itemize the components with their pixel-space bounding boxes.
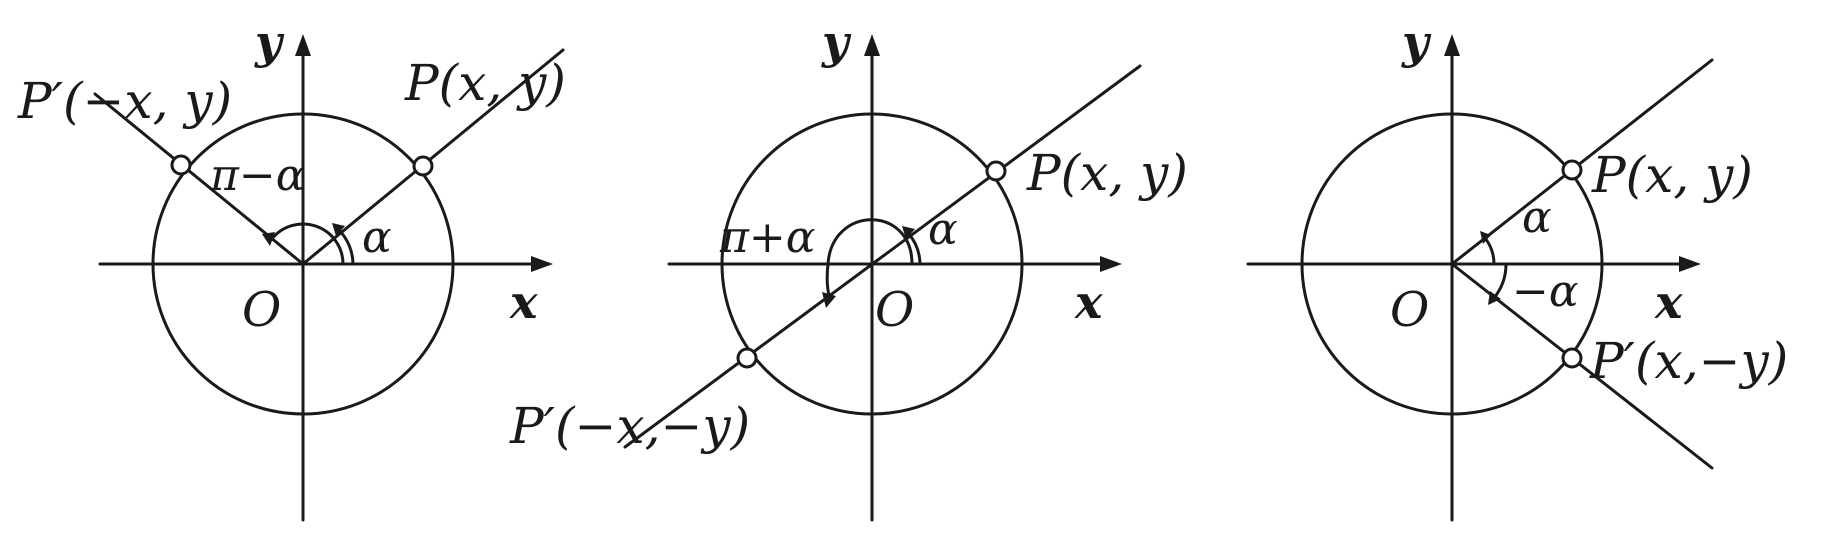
point-p-prime-label: P′(x,−y) [1589, 332, 1788, 390]
ray-op [1450, 58, 1714, 266]
axis-label-x: x [1074, 275, 1103, 329]
x-axis-arrow-icon [1679, 256, 1701, 272]
angle-arc-alpha [337, 228, 355, 266]
angle-other-label: −α [1512, 266, 1579, 317]
axis-label-x: x [1654, 275, 1683, 329]
axis-label-x: x [509, 275, 538, 329]
point-p-prime [736, 347, 758, 369]
point-p-label: P(x, y) [1026, 144, 1188, 202]
axis-label-y: y [1401, 15, 1432, 69]
y-axis-arrow-icon [1444, 34, 1460, 56]
point-p [1561, 159, 1583, 181]
panel-minus-alpha: y x O P(x, y) P′(x,−y) α −α [1246, 15, 1788, 522]
line-through-origin [623, 64, 1142, 449]
point-p-prime-label: P′(−x, y) [17, 72, 232, 130]
origin-label: O [875, 282, 914, 338]
y-axis-arrow-icon [864, 34, 880, 56]
angle-arc-pi-minus-alpha-arrow-icon [262, 232, 275, 246]
angle-alpha-label: α [1522, 192, 1552, 243]
y-axis-arrow-icon [295, 34, 311, 56]
angle-alpha-label: α [928, 204, 958, 255]
point-p [412, 155, 434, 177]
ray-op [301, 48, 565, 266]
x-axis-arrow-icon [1100, 256, 1122, 272]
angle-arc-alpha-arrow-icon [1480, 231, 1491, 244]
angle-arc-alpha [1483, 236, 1496, 266]
point-p-prime-label: P′(−x,−y) [509, 397, 750, 455]
x-axis-arrow-icon [531, 256, 553, 272]
angle-alpha-label: α [362, 212, 392, 263]
axis-label-y: y [254, 15, 285, 69]
angle-other-label: π−α [209, 150, 306, 201]
angle-arc-pi-plus-alpha-arrow-icon [822, 292, 836, 308]
origin-label: O [1390, 282, 1429, 338]
angle-arc-minus-alpha-arrow-icon [1488, 291, 1501, 305]
angle-arc-alpha-arrow-icon [332, 223, 345, 236]
angle-other-label: π+α [719, 212, 816, 263]
panel-pi-plus-alpha: y x O P(x, y) P′(−x,−y) α π+α [509, 15, 1188, 522]
point-p-label: P(x, y) [404, 54, 566, 112]
point-p-label: P(x, y) [1591, 146, 1753, 204]
angle-arc-pi-minus-alpha [269, 222, 345, 266]
angle-arc-pi-plus-alpha [825, 218, 914, 302]
axis-label-y: y [821, 15, 852, 69]
point-p [985, 160, 1007, 182]
point-p-prime [170, 154, 192, 176]
origin-label: O [242, 282, 281, 338]
panel-pi-minus-alpha: y x O P(x, y) P′(−x, y) α π−α [17, 15, 566, 522]
angle-arc-minus-alpha [1492, 262, 1508, 300]
point-p-prime [1561, 347, 1583, 369]
